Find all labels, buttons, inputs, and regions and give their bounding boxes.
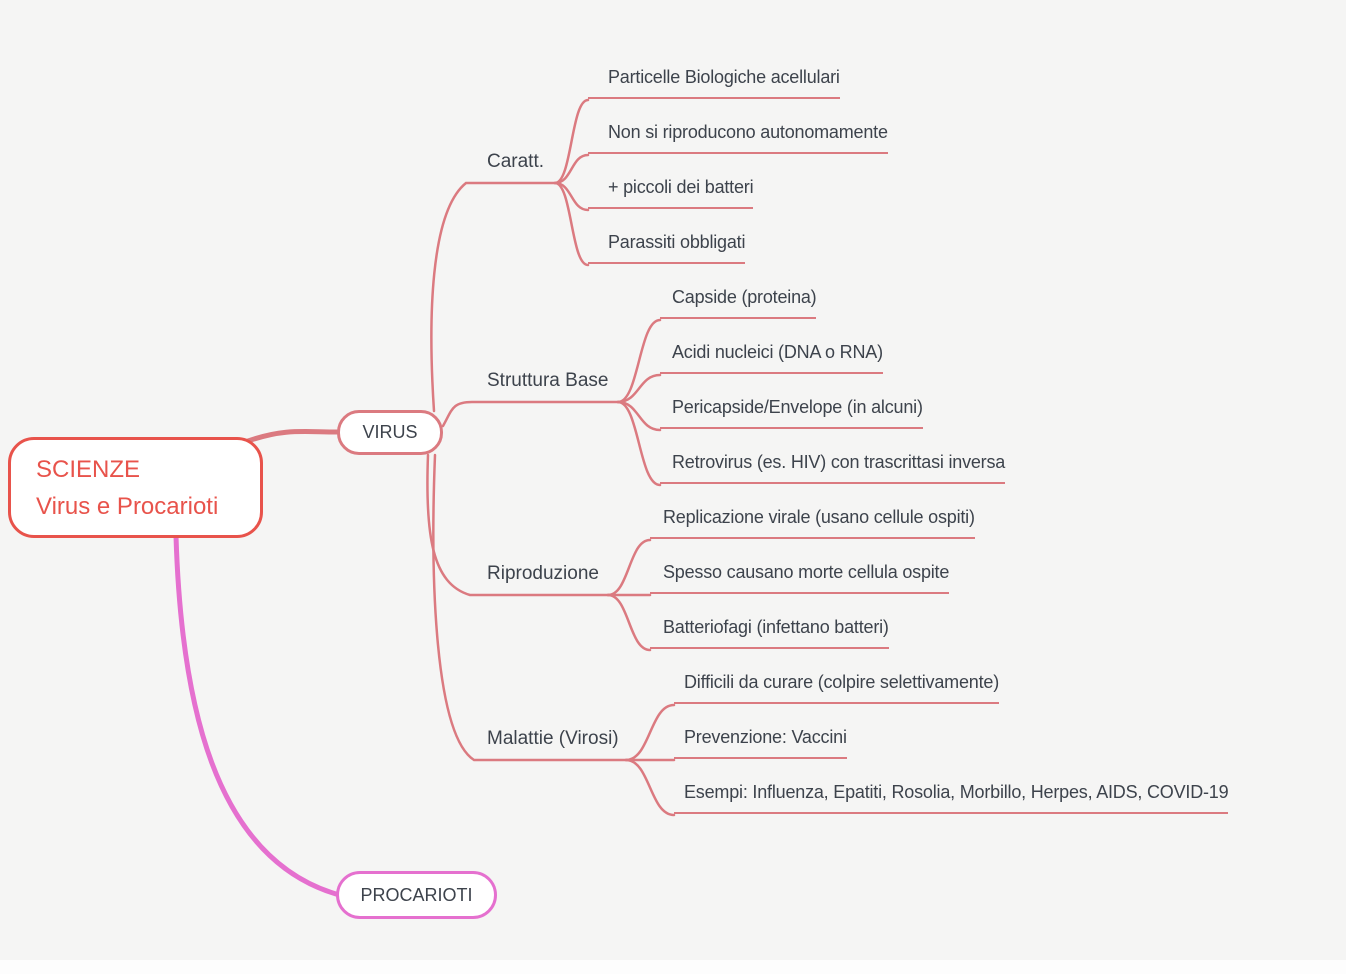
link-riproduzione-leaf-2 xyxy=(606,593,652,652)
link-struttura-leaf-0 xyxy=(616,318,662,404)
root-node[interactable]: SCIENZE Virus e Procarioti xyxy=(8,437,263,538)
link-riproduzione-leaf-0 xyxy=(606,538,652,597)
leaf-riproduzione-0[interactable]: Replicazione virale (usano cellule ospit… xyxy=(650,504,975,539)
virus-node-label: VIRUS xyxy=(362,422,418,442)
procarioti-node[interactable]: PROCARIOTI xyxy=(336,871,497,919)
link-struttura-leaf-3 xyxy=(616,400,662,487)
link-caratt-leaf-1 xyxy=(553,153,590,185)
leaf-riproduzione-1[interactable]: Spesso causano morte cellula ospite xyxy=(650,559,949,594)
link-malattie-leaf-2 xyxy=(624,758,676,817)
leaf-struttura-1[interactable]: Acidi nucleici (DNA o RNA) xyxy=(660,339,883,374)
branch-label-caratt[interactable]: Caratt. xyxy=(487,151,545,172)
link-root-virus xyxy=(245,428,340,444)
leaf-riproduzione-2[interactable]: Batteriofagi (infettano batteri) xyxy=(650,614,889,649)
leaf-malattie-2[interactable]: Esempi: Influenza, Epatiti, Rosolia, Mor… xyxy=(674,779,1229,814)
procarioti-node-label: PROCARIOTI xyxy=(360,884,473,905)
link-caratt-leaf-3 xyxy=(553,181,590,267)
link-caratt-leaf-2 xyxy=(553,181,590,212)
leaf-caratt-3[interactable]: Parassiti obbligati xyxy=(588,229,745,264)
leaf-malattie-0[interactable]: Difficili da curare (colpire selettivame… xyxy=(674,669,999,704)
leaf-caratt-2[interactable]: + piccoli dei batteri xyxy=(588,174,754,209)
leaf-caratt-1[interactable]: Non si riproducono autonomamente xyxy=(588,119,888,154)
root-title-line2: Virus e Procarioti xyxy=(36,492,219,520)
leaf-struttura-3[interactable]: Retrovirus (es. HIV) con trascrittasi in… xyxy=(660,449,1005,484)
root-title-line1: SCIENZE xyxy=(36,455,141,483)
root-node-title: SCIENZE Virus e Procarioti xyxy=(36,451,218,525)
leaf-struttura-0[interactable]: Capside (proteina) xyxy=(660,284,817,319)
link-struttura-leaf-2 xyxy=(616,400,662,432)
link-caratt-leaf-0 xyxy=(553,98,590,185)
link-virus-struttura xyxy=(441,400,620,428)
branch-label-riproduzione[interactable]: Riproduzione xyxy=(487,563,599,584)
leaf-caratt-0[interactable]: Particelle Biologiche acellulari xyxy=(588,64,840,99)
virus-node[interactable]: VIRUS xyxy=(337,410,443,455)
link-struttura-leaf-1 xyxy=(616,373,662,404)
link-root-procarioti xyxy=(173,533,339,897)
leaf-struttura-2[interactable]: Pericapside/Envelope (in alcuni) xyxy=(660,394,923,429)
branch-label-struttura-base[interactable]: Struttura Base xyxy=(487,370,609,391)
link-malattie-leaf-0 xyxy=(624,703,676,762)
canvas-bottom-strip xyxy=(0,960,1346,974)
leaf-malattie-1[interactable]: Prevenzione: Vaccini xyxy=(674,724,847,759)
link-virus-malattie xyxy=(432,453,628,762)
branch-label-malattie[interactable]: Malattie (Virosi) xyxy=(487,728,619,749)
